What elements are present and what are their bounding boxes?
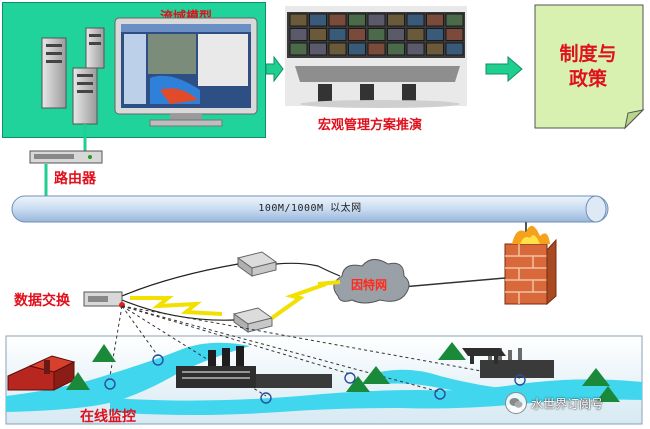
internet-label: 因特网 — [351, 278, 388, 292]
video-screen — [406, 28, 425, 41]
video-screen — [387, 42, 405, 56]
video-screen — [309, 13, 327, 27]
firewall-icon — [504, 225, 557, 306]
video-screen — [387, 13, 405, 27]
video-screen — [445, 28, 464, 41]
online-monitor-label: 在线监控 — [80, 409, 136, 425]
video-screen — [445, 42, 464, 56]
ethernet-label: 100M/1000M 以太网 — [258, 203, 362, 214]
tree-icon — [66, 342, 620, 402]
video-screen — [309, 28, 327, 41]
factory-icon — [462, 348, 554, 378]
watermark: 水世界订阅号 — [505, 392, 603, 414]
video-screen — [387, 28, 405, 41]
video-screen — [328, 42, 347, 56]
video-screen — [406, 13, 425, 27]
switch-icon — [83, 291, 125, 308]
flow-arrow — [485, 55, 523, 83]
video-screen — [289, 13, 308, 27]
video-screen — [367, 28, 386, 41]
video-screen — [426, 28, 444, 41]
policy-label: 制度与 政策 — [540, 42, 636, 92]
video-screen — [445, 13, 464, 27]
video-screen — [367, 42, 386, 56]
video-screen — [426, 13, 444, 27]
router-label: 路由器 — [54, 171, 96, 187]
factory-icon — [176, 346, 332, 388]
policy-note — [534, 4, 645, 130]
wechat-icon — [505, 392, 527, 414]
video-screen — [348, 13, 366, 27]
router-icon — [29, 150, 103, 164]
wireless-link — [130, 280, 341, 320]
macro-scheme-label: 宏观管理方案推演 — [318, 118, 423, 133]
watermark-text: 水世界订阅号 — [531, 396, 604, 411]
monitoring-links — [109, 305, 521, 397]
flow-arrow — [265, 55, 284, 83]
video-screen — [406, 42, 425, 56]
video-wall — [289, 13, 464, 56]
sensor-icon — [104, 354, 526, 404]
video-screen — [328, 13, 347, 27]
video-screen — [426, 42, 444, 56]
data-switch-label: 数据交换 — [14, 293, 70, 309]
factory-icon — [7, 355, 76, 391]
control-desk — [295, 66, 460, 108]
server-icon — [85, 27, 105, 69]
video-screen — [348, 28, 366, 41]
cloud-icon — [333, 259, 410, 304]
server-icon — [72, 67, 98, 125]
video-screen — [367, 13, 386, 27]
video-screen — [328, 28, 347, 41]
ethernet-bus — [11, 195, 609, 223]
video-screen — [289, 28, 308, 41]
policy-label-line-1: 制度与 — [559, 43, 617, 65]
monitor-icon — [114, 17, 258, 127]
link-line — [401, 277, 506, 288]
router-icon — [236, 251, 278, 277]
policy-label-line-2: 政策 — [568, 68, 607, 90]
video-screen — [289, 42, 308, 56]
router-icon — [232, 307, 274, 333]
video-screen — [348, 42, 366, 56]
server-icon — [41, 37, 67, 109]
video-screen — [309, 42, 327, 56]
